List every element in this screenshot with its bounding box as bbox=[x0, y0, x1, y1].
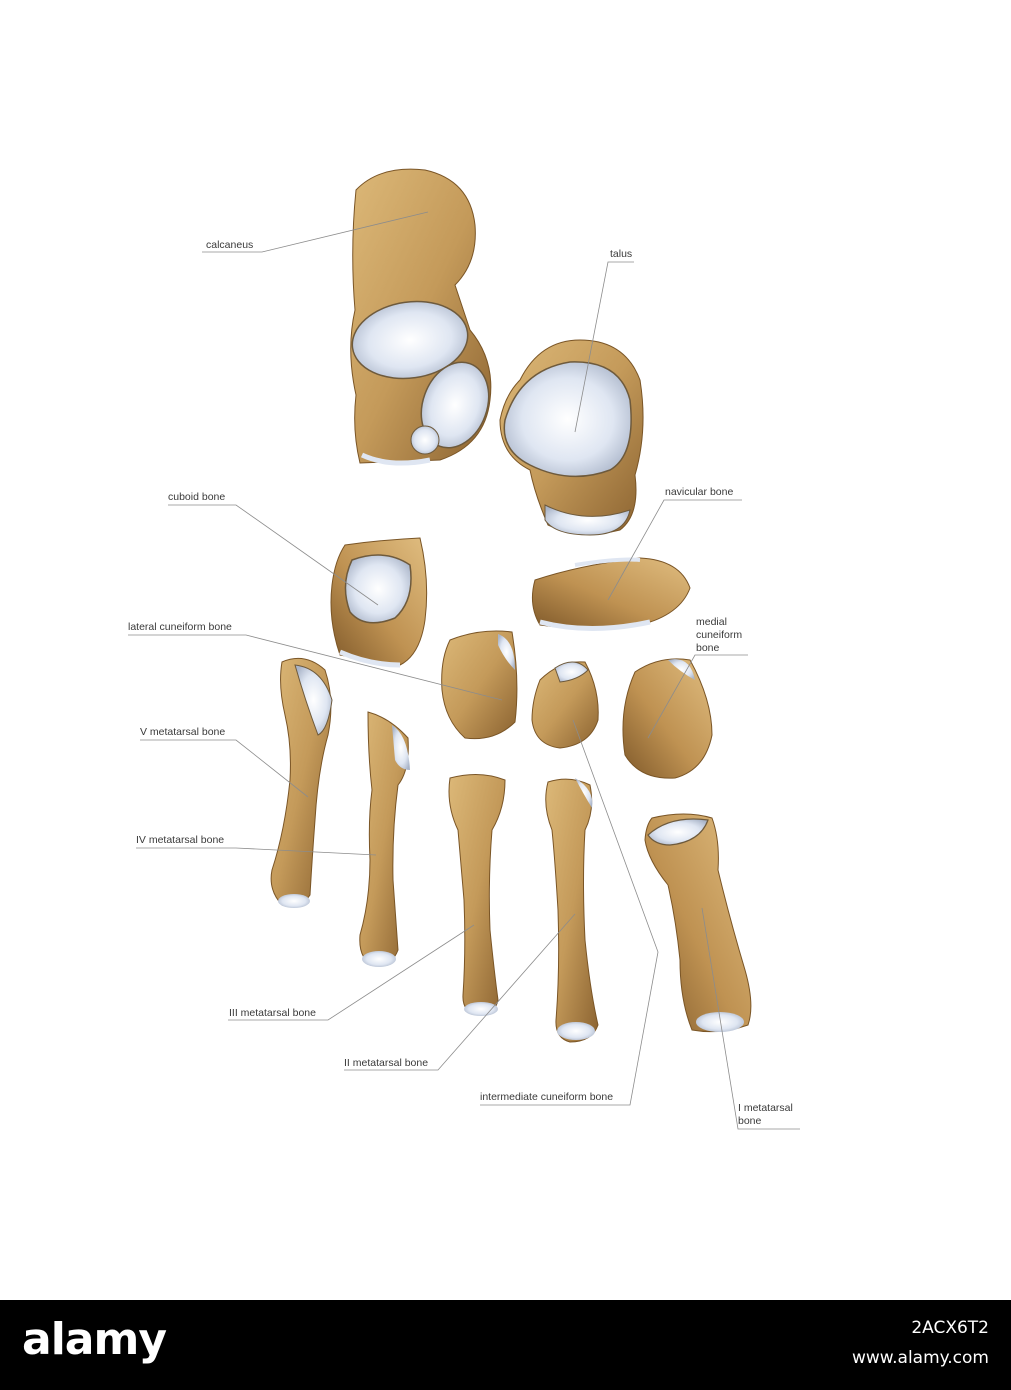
talus-bone bbox=[499, 339, 644, 536]
label-iii-metatarsal-bone: III metatarsal bone bbox=[229, 1007, 316, 1019]
cuboid-bone bbox=[330, 537, 428, 668]
leader-talus bbox=[574, 261, 634, 433]
medial-cuneiform-bone bbox=[622, 658, 713, 779]
label-iv-metatarsal-bone: IV metatarsal bone bbox=[136, 834, 225, 846]
intermediate-cuneiform-bone bbox=[531, 661, 599, 749]
label-intermediate-cuneiform-bone: intermediate cuneiform bone bbox=[480, 1091, 614, 1103]
label-calcaneus: calcaneus bbox=[206, 239, 254, 251]
image-id-text: 2ACX6T2 bbox=[911, 1318, 989, 1338]
leader-medial-cuneiform bbox=[647, 654, 748, 739]
leader-lines bbox=[128, 211, 800, 1130]
calcaneus-bone bbox=[350, 168, 492, 466]
watermark-footer: alamy 2ACX6T2 www.alamy.com bbox=[0, 1300, 1011, 1390]
leader-cuboid bbox=[168, 504, 379, 606]
leader-calcaneus bbox=[202, 211, 429, 253]
leader-i-metatarsal bbox=[701, 907, 800, 1130]
label-medial-cuneiform-bone: medial cuneiform bone bbox=[696, 616, 743, 654]
v-metatarsal-bone bbox=[270, 657, 333, 908]
iv-metatarsal-bone bbox=[359, 711, 410, 967]
diagram-canvas: calcaneus talus cuboid bone navicular bo… bbox=[128, 168, 800, 1130]
leader-iv-metatarsal bbox=[136, 847, 377, 856]
site-url-text: www.alamy.com bbox=[851, 1348, 989, 1368]
label-talus: talus bbox=[610, 248, 633, 260]
leader-iii-metatarsal bbox=[228, 924, 475, 1021]
brand-logo: alamy bbox=[22, 1314, 167, 1365]
label-v-metatarsal-bone: V metatarsal bone bbox=[140, 726, 226, 738]
iii-metatarsal-bone bbox=[448, 774, 506, 1016]
foot-bones-illustration bbox=[128, 168, 800, 1130]
leader-intermediate-cuneiform bbox=[480, 719, 659, 1106]
leader-lateral-cuneiform bbox=[128, 634, 503, 701]
label-navicular-bone: navicular bone bbox=[665, 486, 734, 498]
label-ii-metatarsal-bone: II metatarsal bone bbox=[344, 1057, 429, 1069]
leader-v-metatarsal bbox=[140, 739, 309, 798]
ii-metatarsal-bone bbox=[545, 778, 599, 1043]
label-cuboid-bone: cuboid bone bbox=[168, 491, 226, 503]
leader-navicular bbox=[607, 499, 742, 601]
leader-ii-metatarsal bbox=[344, 913, 576, 1071]
label-lateral-cuneiform-bone: lateral cuneiform bone bbox=[128, 621, 232, 633]
lateral-cuneiform-bone bbox=[441, 630, 518, 740]
label-i-metatarsal-bone: I metatarsal bone bbox=[738, 1102, 793, 1127]
navicular-bone bbox=[531, 557, 691, 631]
i-metatarsal-bone bbox=[644, 813, 752, 1033]
